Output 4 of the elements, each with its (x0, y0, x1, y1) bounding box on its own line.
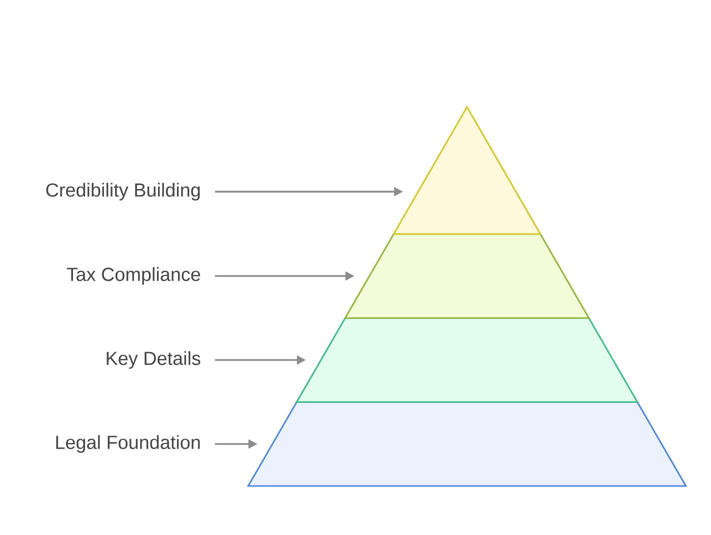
layer-label: Legal Foundation (56, 435, 200, 453)
layer-label: Key Details (106, 351, 200, 369)
layer-label: Tax Compliance (66, 267, 200, 285)
layer-label: Credibility Building (46, 182, 200, 200)
